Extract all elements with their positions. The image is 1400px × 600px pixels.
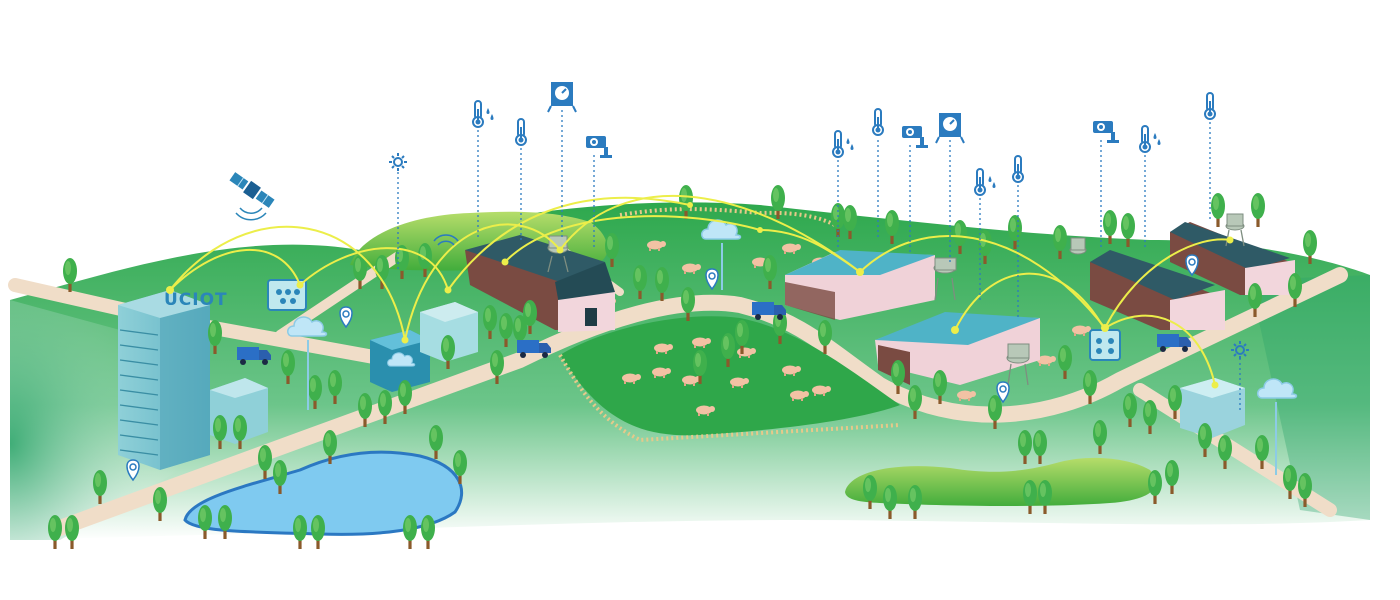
livestock-barn <box>785 250 935 320</box>
data-center-tower: UCIOT <box>118 290 268 470</box>
network-nodes <box>166 202 1234 389</box>
iot-hub-box-right <box>1180 378 1245 438</box>
thermometer-icon <box>472 92 1216 196</box>
livestock-barn <box>1170 222 1295 295</box>
satellite-icon <box>229 172 275 208</box>
hill-foreground <box>845 457 1156 507</box>
livestock-barn <box>465 235 615 332</box>
cloud-server <box>370 330 430 392</box>
monitor-panel <box>267 279 307 311</box>
monitor-panel-right <box>1089 329 1121 361</box>
building-sign: UCIOT <box>164 290 228 310</box>
gauge-icon <box>547 81 965 144</box>
livestock-barn <box>1090 250 1225 330</box>
antenna-icon <box>433 234 459 246</box>
camera-icon <box>586 121 1119 158</box>
server-building <box>420 302 478 362</box>
network-links <box>169 194 1231 386</box>
satellite-signal <box>235 207 267 221</box>
sensor-masts <box>397 110 1241 410</box>
